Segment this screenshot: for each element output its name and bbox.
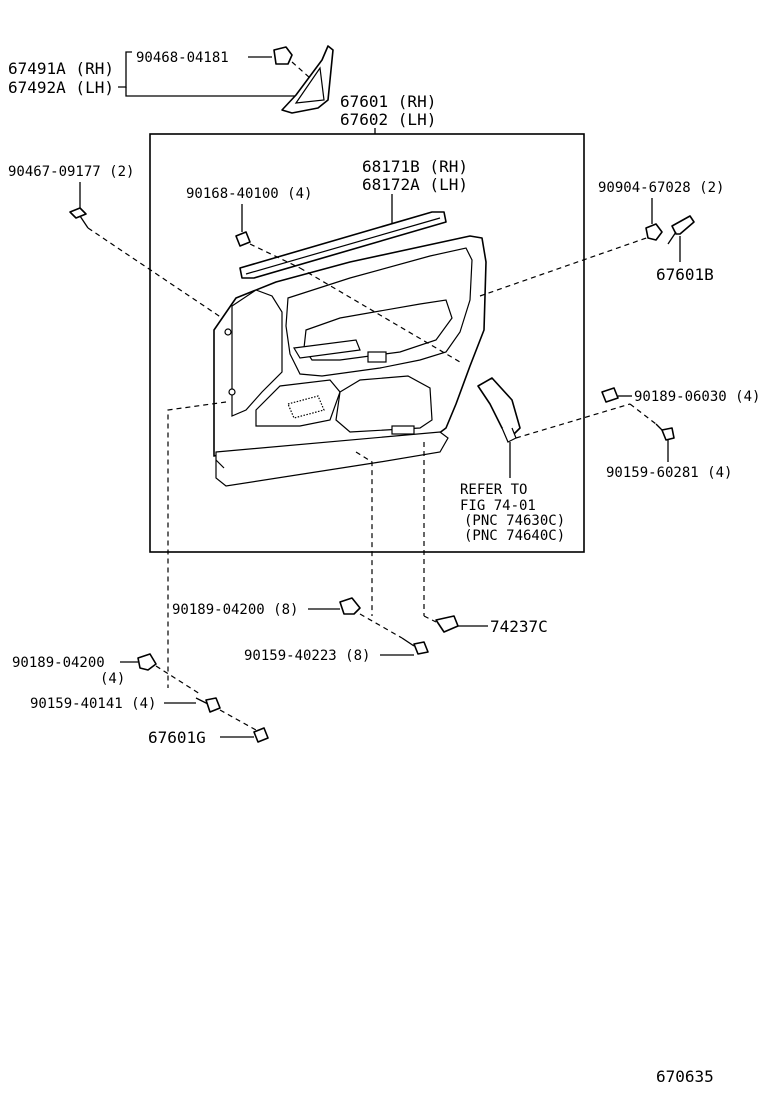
clip-right-dashline: [515, 403, 631, 439]
pull-handle-icon: [477, 377, 521, 437]
clip-left-dashline: [155, 665, 201, 695]
screw-left-icon: [195, 697, 221, 713]
nut-right-icon: [645, 223, 663, 241]
weatherstrip-line-icon: [245, 217, 441, 275]
trim-cover-group: 67491A (RH) 67492A (LH) 90468-04181: [8, 45, 334, 114]
clip-left-qty-label: (4): [100, 671, 125, 687]
clip-top-label: 90468-04181: [136, 50, 229, 66]
screw-mid-label: 90159-40223 (8): [244, 648, 370, 664]
screw-right-icon: [655, 423, 675, 441]
weatherstrip-pnc-label: 68171B (RH): [362, 157, 468, 176]
trim-cover-pnc-label: 67491A (RH): [8, 59, 114, 78]
clip-left-label: 90189-04200: [12, 655, 105, 671]
refer-line2: FIG 74-01: [460, 498, 536, 514]
refer-line3: (PNC 74630C): [464, 513, 565, 529]
panel-pnc-label: 67601 (RH): [340, 92, 436, 111]
clip-mid-dashline: [359, 613, 403, 639]
trim-cover-pnc2-label: 67492A (LH): [8, 78, 114, 97]
screw-mid-icon: [401, 637, 429, 655]
bracket-right-icon: [667, 215, 695, 245]
bracket-right-label: 67601B: [656, 265, 714, 284]
screw-left-dashline: [219, 709, 257, 731]
cover-mid-dashline: [423, 615, 437, 623]
plug-left-icon: [253, 727, 269, 743]
clip-top-dashline: [291, 61, 311, 79]
clip-right-icon: [601, 387, 619, 403]
nut-right-label: 90904-67028 (2): [598, 180, 724, 196]
clip-mid-icon: [339, 597, 361, 615]
panel-dashline-a: [299, 267, 461, 363]
screw-top-left-label: 90467-09177 (2): [8, 164, 134, 180]
drop-dashline-mid: [355, 451, 373, 616]
plug-left-label: 67601G: [148, 728, 206, 747]
weatherstrip-pnc2-label: 68172A (LH): [362, 175, 468, 194]
pull-handle-base-icon: [501, 427, 517, 443]
figure-id: 670635: [656, 1067, 714, 1086]
weatherstrip-icon: [239, 211, 447, 279]
refer-line1: REFER TO: [460, 482, 527, 498]
clip-left-icon: [137, 653, 157, 671]
screw-left-label: 90159-40141 (4): [30, 696, 156, 712]
trim-cover-bracket-line: [118, 51, 132, 88]
cover-mid-label: 74237C: [490, 617, 548, 636]
screw-right-dashline: [629, 403, 657, 425]
screw-top-left-dashline: [87, 227, 226, 321]
panel-pnc2-label: 67602 (LH): [340, 110, 436, 129]
clip-upper-label: 90168-40100 (4): [186, 186, 312, 202]
cover-mid-icon: [435, 615, 459, 633]
refer-line4: (PNC 74640C): [464, 528, 565, 544]
screw-top-left-icon: [69, 207, 89, 229]
drop-dashline-left: [167, 401, 227, 688]
door-trim-panel-icon: [213, 235, 487, 487]
clip-mid-label: 90189-04200 (8): [172, 602, 298, 618]
clip-upper-dashline: [249, 243, 301, 269]
trim-cover-inner-icon: [294, 66, 325, 104]
clip-upper-icon: [235, 231, 251, 247]
panel-dashline-b: [479, 235, 653, 297]
trim-cover-leader-line: [125, 87, 296, 97]
clip-right-label: 90189-06030 (4): [634, 389, 760, 405]
clip-top-icon: [273, 46, 293, 65]
screw-right-label: 90159-60281 (4): [606, 465, 732, 481]
panel-assembly-frame: [149, 133, 585, 553]
